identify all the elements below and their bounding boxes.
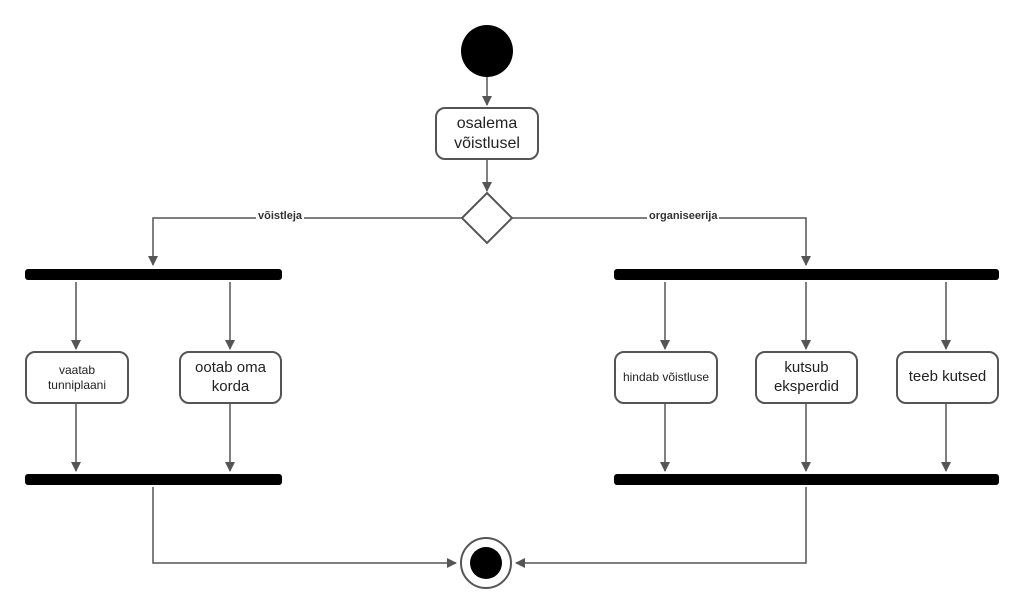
- edge-right-join-to-end: [515, 487, 807, 568]
- join-bar-left: [25, 474, 282, 485]
- action-left-2: ootab oma korda: [179, 351, 282, 404]
- action-right-1: hindab võistluse: [614, 351, 718, 404]
- guard-label-right: organiseerija: [647, 210, 720, 222]
- action-start: osalema võistlusel: [435, 107, 539, 160]
- initial-node: [461, 25, 513, 77]
- action-right-2-label: kutsub eksperdid: [773, 358, 840, 395]
- action-left-1: vaatab tunniplaani: [25, 351, 129, 404]
- decision-node: [460, 191, 514, 245]
- fork-bar-right: [614, 269, 999, 280]
- action-right-2: kutsub eksperdid: [755, 351, 858, 404]
- final-node-core: [470, 547, 502, 579]
- action-start-label: osalema võistlusel: [454, 114, 520, 152]
- join-bar-right: [614, 474, 999, 485]
- action-right-3-label: teeb kutsed: [908, 368, 987, 386]
- action-left-2-label: ootab oma korda: [195, 358, 266, 395]
- action-right-3: teeb kutsed: [896, 351, 999, 404]
- edge-decision-to-left-fork: [148, 217, 462, 266]
- edge-decision-to-right-fork: [512, 217, 811, 266]
- edge-left-join-to-end: [152, 487, 457, 568]
- action-right-1-label: hindab võistluse: [622, 370, 710, 384]
- fork-bar-left: [25, 269, 282, 280]
- action-left-1-label: vaatab tunniplaani: [47, 362, 107, 392]
- guard-label-left: võistleja: [256, 210, 305, 222]
